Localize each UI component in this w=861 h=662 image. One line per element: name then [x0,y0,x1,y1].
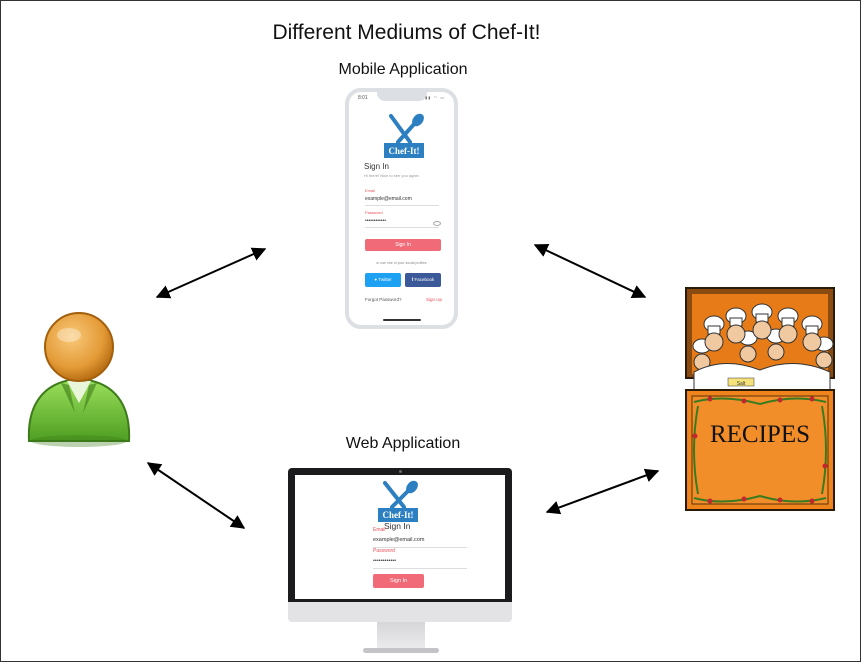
show-password-icon[interactable] [433,221,441,226]
web-signin-title: Sign In [384,521,411,531]
web-password-underline [373,568,467,569]
monitor-stand-base [363,648,439,653]
web-caption: Web Application [345,435,461,452]
mobile-password-input[interactable]: •••••••••••• [365,218,387,224]
arrow-web-recipes [545,468,660,515]
mobile-password-label: Password [365,210,383,215]
twitter-button[interactable]: ● Twitter [365,273,401,287]
salt-tag: Salt [737,381,746,387]
mobile-email-underline [365,205,439,206]
phone-home-bar [383,319,421,321]
phone-status-icons: ▮▮ ◠ ▭ [425,95,445,100]
arrow-user-mobile [155,247,267,299]
web-email-underline [373,547,467,548]
mobile-social-note: or use one of your social profiles [376,261,427,265]
phone-clock: 8:01 [358,95,368,101]
web-logo-text: Chef-It! [383,510,414,520]
web-password-input[interactable]: •••••••••••• [373,558,397,564]
chef-it-logo-icon: Chef-It! [384,113,424,158]
monitor-camera [399,470,402,473]
arrow-user-web [146,462,246,529]
user-icon [27,312,131,447]
web-signin-button[interactable]: Sign In [373,574,424,588]
recipe-box-illustration: Salt RECIPES [685,287,835,511]
diagram-title: Different Mediums of Chef-It! [272,21,541,44]
mobile-phone-mockup: 8:01 ▮▮ ◠ ▭ Chef-It! Sign In Hi there! N… [345,88,458,329]
twitter-icon: ● [374,277,379,282]
monitor-chin [288,602,512,622]
monitor-stand-neck [377,622,425,650]
web-email-label: Email [373,527,386,533]
facebook-label: Facebook [414,277,435,282]
mobile-signin-title: Sign In [364,162,389,171]
mobile-password-underline [365,227,439,228]
recipes-label: RECIPES [710,421,810,448]
facebook-icon: f [411,277,415,282]
web-email-input[interactable]: example@email.com [373,537,425,543]
mobile-caption: Mobile Application [338,61,468,78]
logo-text: Chef-It! [389,146,420,156]
mobile-email-input[interactable]: example@email.com [365,196,412,202]
twitter-label: Twitter [378,277,392,282]
web-chef-it-logo-icon: Chef-It! [378,480,418,522]
chef-crowd-icon: Salt [692,303,834,391]
mobile-email-label: Email [365,188,376,193]
facebook-button[interactable]: f Facebook [405,273,441,287]
sign-up-link[interactable]: Sign Up [426,297,443,302]
arrow-mobile-recipes [533,244,647,298]
phone-notch [377,91,427,101]
forgot-password-link[interactable]: Forgot Password? [365,297,402,302]
mobile-signin-button[interactable]: Sign In [365,239,441,251]
mobile-greeting: Hi there! Nice to see you again. [364,173,420,178]
web-password-label: Password [373,548,395,554]
